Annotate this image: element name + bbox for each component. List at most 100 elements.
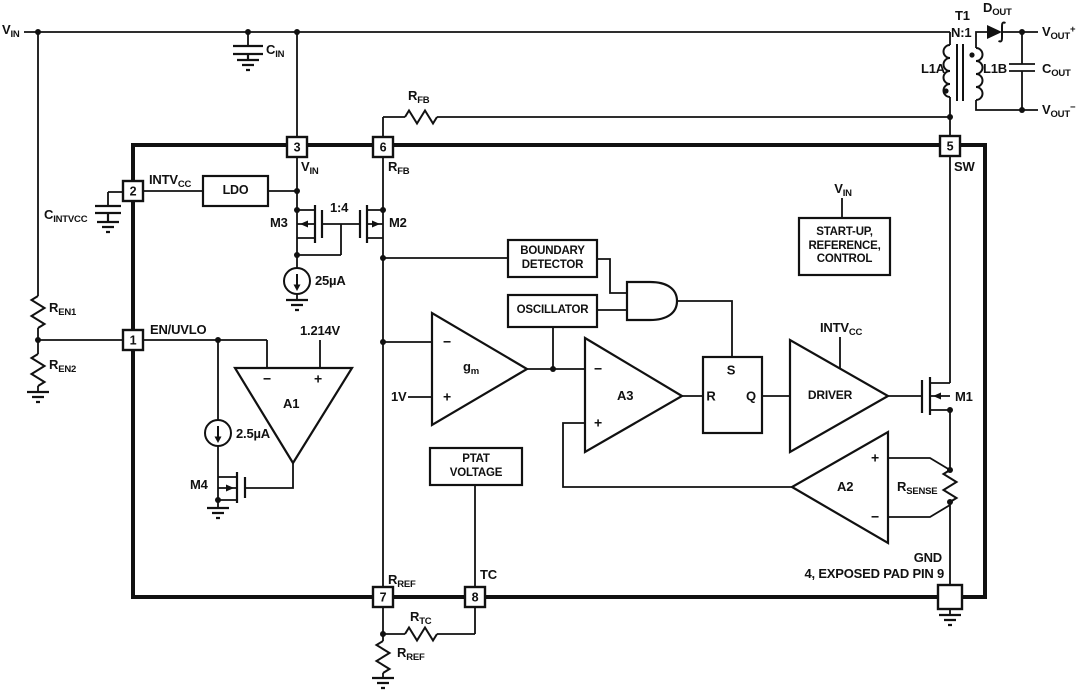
rref-resistor-label: RREF	[397, 645, 425, 663]
a2-minus-sign: −	[871, 508, 879, 525]
dout-label: DOUT	[983, 0, 1012, 18]
m1-label: M1	[955, 389, 973, 404]
vin-terminal-label: VIN	[2, 22, 20, 40]
latch-q-label: Q	[746, 388, 756, 404]
ren2-label: REN2	[49, 357, 77, 375]
mosfet-m2	[358, 205, 380, 243]
pin-2-number: 2	[129, 184, 137, 198]
resistor-rsense	[941, 469, 959, 503]
pin-8-number: 8	[471, 590, 479, 604]
driver-intvcc-label: INTVCC	[820, 320, 863, 338]
cintvcc-label: CINTVCC	[44, 207, 88, 225]
resistors	[29, 295, 959, 674]
pin-6-number: 6	[379, 140, 387, 154]
pin-3-number: 3	[293, 140, 301, 154]
core	[956, 44, 964, 101]
resistor-rref	[374, 640, 392, 674]
winding-l1b	[975, 47, 984, 101]
startup-reference-control-block: START-UP,REFERENCE,CONTROL	[808, 226, 881, 266]
mirror-ratio-label: 1:4	[330, 200, 349, 215]
amplifiers	[233, 311, 891, 545]
pin-3-name: VIN	[301, 159, 319, 177]
cout-label: COUT	[1042, 61, 1071, 79]
ldo-block-box	[201, 174, 270, 208]
a1-plus-sign: +	[314, 370, 322, 387]
mosfet-m4	[226, 472, 247, 503]
gm-label: gm	[463, 359, 479, 377]
ren1-label: REN1	[49, 300, 77, 318]
resistor-ren1	[29, 295, 47, 329]
vref-1214-label: 1.214V	[300, 323, 341, 338]
gm-minus-sign: −	[443, 333, 451, 350]
rfb-resistor-label: RFB	[408, 88, 430, 106]
gnd-label: GND	[913, 550, 942, 565]
winding-l1a	[942, 44, 951, 98]
m4-label: M4	[190, 477, 208, 492]
a3-plus-sign: +	[594, 414, 602, 431]
resistor-rtc	[404, 625, 438, 643]
pin-7-number: 7	[379, 590, 387, 604]
rsense-label: RSENSE	[897, 479, 938, 497]
current-25ua-label: 25µA	[315, 273, 346, 288]
and-gate	[625, 280, 679, 322]
startup-box	[797, 216, 892, 277]
pin-3-square	[285, 135, 309, 159]
latch-r-label: R	[706, 388, 716, 404]
diode-dout	[987, 21, 1006, 43]
ldo-block: LDO	[222, 183, 249, 198]
v1-label: 1V	[391, 389, 407, 404]
pin-2-square	[121, 179, 145, 203]
transformer-t1	[942, 44, 984, 101]
pin-2-name: INTVCC	[149, 172, 192, 190]
a2-plus-sign: +	[871, 449, 879, 466]
pin-1-number: 1	[129, 333, 137, 347]
wires	[24, 31, 1038, 678]
pin-1-square	[121, 328, 145, 352]
a3-label: A3	[617, 388, 634, 403]
rtc-label: RTC	[410, 609, 432, 627]
pin-7-square	[371, 585, 395, 609]
m3-label: M3	[270, 215, 288, 230]
pin-squares	[121, 134, 964, 611]
current-source-25ua	[283, 267, 311, 295]
a2-label: A2	[837, 479, 854, 494]
function-blocks	[201, 174, 892, 487]
current-2p5ua-label: 2.5µA	[236, 426, 270, 441]
cin-label: CIN	[266, 42, 285, 60]
startup-vin-label: VIN	[834, 181, 852, 199]
a1-label: A1	[283, 396, 300, 411]
driver-block: DRIVER	[807, 388, 853, 403]
mosfet-m3	[300, 205, 324, 243]
pin-6-name: RFB	[388, 159, 410, 177]
pin-8-name: TC	[480, 567, 497, 582]
vout-minus-terminal-label: VOUT−	[1042, 102, 1076, 120]
gm-amp	[430, 311, 530, 427]
oscillator-block: OSCILLATOR	[516, 304, 589, 317]
oscillator-box	[506, 293, 599, 329]
driver-amp	[788, 338, 891, 454]
turns-ratio-label: N:1	[951, 25, 972, 40]
exposed-pad-note: 4, EXPOSED PAD PIN 9	[804, 566, 944, 581]
m2-label: M2	[389, 215, 407, 230]
boundary-detector-box	[506, 238, 599, 279]
mosfets	[226, 205, 941, 503]
l1a-label: L1A	[921, 61, 945, 76]
ptat-box	[428, 446, 524, 487]
pin-1-name: EN/UVLO	[150, 322, 207, 337]
latch-s-label: S	[726, 362, 736, 378]
amp-a2	[789, 430, 890, 545]
pin-7-name: RREF	[388, 572, 416, 590]
sr-latch-box	[701, 355, 764, 435]
l1b-label: L1B	[983, 61, 1007, 76]
phase-dot-primary	[943, 88, 949, 94]
t1-label: T1	[955, 8, 970, 23]
ic-outline	[131, 143, 987, 599]
pin-5-number: 5	[946, 139, 954, 153]
pin-5-square	[938, 134, 962, 158]
phase-dot-secondary	[969, 52, 975, 58]
comparator-a3	[583, 336, 685, 454]
